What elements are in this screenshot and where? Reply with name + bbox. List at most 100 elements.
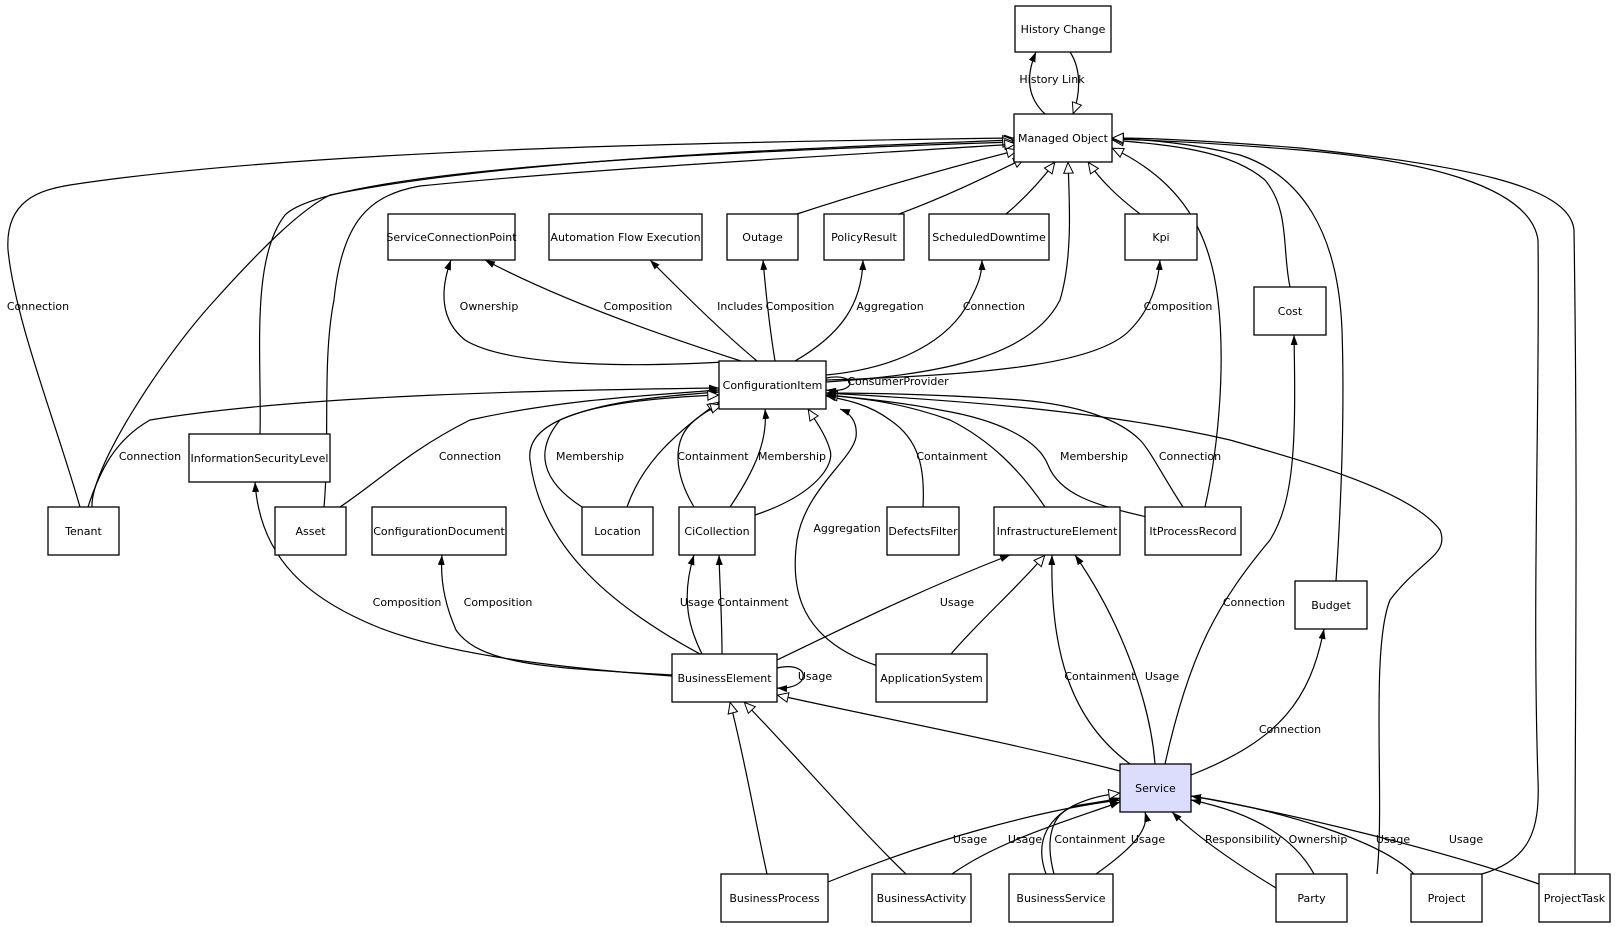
- edge-tenant-to-managed-object: [91, 140, 1014, 508]
- node-box: [993, 506, 1121, 556]
- node-automation-flow-execution[interactable]: Automation Flow Execution: [548, 213, 703, 261]
- edge-service-to-business-element: [777, 695, 1121, 772]
- node-location[interactable]: Location: [581, 506, 654, 556]
- edge-line: [1112, 138, 1344, 582]
- edge-business-service-to-service: [1095, 811, 1152, 875]
- edge-line: [715, 554, 723, 655]
- node-label: DefectsFilter: [888, 525, 958, 538]
- node-label: ItProcessRecord: [1149, 525, 1236, 538]
- node-project[interactable]: Project: [1410, 873, 1483, 923]
- node-label: ProjectTask: [1544, 892, 1606, 905]
- edge-line: [825, 394, 924, 508]
- node-configuration-item[interactable]: ConfigurationItem: [718, 360, 827, 410]
- node-application-system[interactable]: ApplicationSystem: [875, 653, 988, 703]
- edge-business-element-to-business-element: [776, 666, 804, 693]
- edge-line: [1041, 793, 1120, 875]
- edge-line: [87, 384, 720, 508]
- node-box: [581, 506, 654, 556]
- edge-label: Connection: [963, 300, 1025, 313]
- edge-line: [754, 409, 832, 516]
- edge-label: Containment: [1054, 833, 1126, 846]
- edge-label: Containment: [677, 450, 749, 463]
- node-box: [1124, 213, 1198, 261]
- node-business-process[interactable]: BusinessProcess: [720, 873, 829, 923]
- node-label: BusinessActivity: [877, 892, 967, 905]
- edge-kpi-to-managed-object: [1087, 162, 1141, 215]
- node-ci-collection[interactable]: CiCollection: [678, 506, 756, 556]
- node-party[interactable]: Party: [1275, 873, 1348, 923]
- edge-line: [686, 554, 703, 655]
- node-budget[interactable]: Budget: [1294, 580, 1368, 630]
- node-box: [1275, 873, 1348, 923]
- edge-configuration-item-to-outage: [760, 259, 776, 362]
- node-business-element[interactable]: BusinessElement: [671, 653, 778, 703]
- edge-label: Connection: [7, 300, 69, 313]
- node-outage[interactable]: Outage: [726, 213, 799, 261]
- node-label: PolicyResult: [831, 231, 897, 244]
- edge-line: [1074, 554, 1156, 765]
- node-it-process-record[interactable]: ItProcessRecord: [1144, 506, 1242, 556]
- edge-information-security-level-to-managed-object: [258, 142, 1014, 435]
- node-business-activity[interactable]: BusinessActivity: [871, 873, 972, 923]
- node-box: [928, 213, 1050, 261]
- edge-label: Responsibility: [1205, 833, 1282, 846]
- node-managed-object[interactable]: Managed Object: [1013, 113, 1113, 163]
- node-tenant[interactable]: Tenant: [47, 506, 120, 556]
- edge-label: Usage: [1008, 833, 1043, 846]
- node-label: Project: [1428, 892, 1466, 905]
- edge-party-to-service: [1190, 798, 1315, 875]
- edge-configuration-item-to-managed-object: [825, 162, 1070, 383]
- node-label: Automation Flow Execution: [550, 231, 700, 244]
- edge-line: [7, 134, 1015, 508]
- node-service-connection-point[interactable]: ServiceConnectionPoint: [386, 213, 517, 261]
- edge-configuration-item-to-policy-result: [794, 259, 867, 362]
- edge-line: [729, 408, 770, 508]
- node-label: BusinessProcess: [729, 892, 820, 905]
- node-infrastructure-element[interactable]: InfrastructureElement: [993, 506, 1121, 556]
- edge-label: Aggregation: [856, 300, 923, 313]
- node-box: [718, 360, 827, 410]
- node-history-change[interactable]: History Change: [1014, 5, 1112, 53]
- edge-line: [1005, 162, 1056, 215]
- edge-line: [437, 554, 673, 676]
- edge-label: Includes: [717, 300, 763, 313]
- node-project-task[interactable]: ProjectTask: [1538, 873, 1611, 923]
- edge-label: Usage: [953, 833, 988, 846]
- node-kpi[interactable]: Kpi: [1124, 213, 1198, 261]
- node-asset[interactable]: Asset: [274, 506, 347, 556]
- edge-service-to-cost: [1164, 334, 1298, 765]
- edge-asset-to-managed-object: [323, 144, 1016, 508]
- node-box: [387, 213, 516, 261]
- node-box: [678, 506, 756, 556]
- node-defects-filter[interactable]: DefectsFilter: [886, 506, 960, 556]
- edge-configuration-item-to-kpi: [825, 259, 1163, 381]
- edge-line: [339, 387, 720, 508]
- node-information-security-level[interactable]: InformationSecurityLevel: [188, 433, 331, 483]
- node-configuration-document[interactable]: ConfigurationDocument: [371, 506, 507, 556]
- edge-ci-collection-to-configuration-item: [754, 409, 832, 516]
- edge-line: [796, 150, 1018, 215]
- node-label: Managed Object: [1018, 132, 1109, 145]
- node-service[interactable]: Service: [1119, 763, 1192, 813]
- edge-configuration-item-to-automation-flow-execution: [649, 259, 758, 362]
- node-cost[interactable]: Cost: [1253, 286, 1327, 336]
- node-box: [1013, 113, 1113, 163]
- edge-label: Ownership: [1289, 833, 1348, 846]
- edge-application-system-to-infrastructure-element: [950, 555, 1045, 655]
- edge-tenant-to-managed-object: [7, 134, 1015, 508]
- edge-line: [825, 389, 1184, 508]
- edge-budget-to-managed-object: [1112, 138, 1344, 582]
- edge-label: Composition: [604, 300, 673, 313]
- node-scheduled-downtime[interactable]: ScheduledDowntime: [928, 213, 1050, 261]
- node-label: Cost: [1278, 305, 1303, 318]
- node-box: [274, 506, 347, 556]
- edge-business-element-to-configuration-item: [529, 395, 719, 655]
- edge-history-change-to-managed-object: [1069, 51, 1079, 114]
- edge-line: [1028, 51, 1046, 115]
- node-label: ServiceConnectionPoint: [386, 231, 517, 244]
- node-policy-result[interactable]: PolicyResult: [823, 213, 905, 261]
- node-business-service[interactable]: BusinessService: [1008, 873, 1114, 923]
- node-label: InfrastructureElement: [997, 525, 1118, 538]
- edge-line: [258, 142, 1014, 435]
